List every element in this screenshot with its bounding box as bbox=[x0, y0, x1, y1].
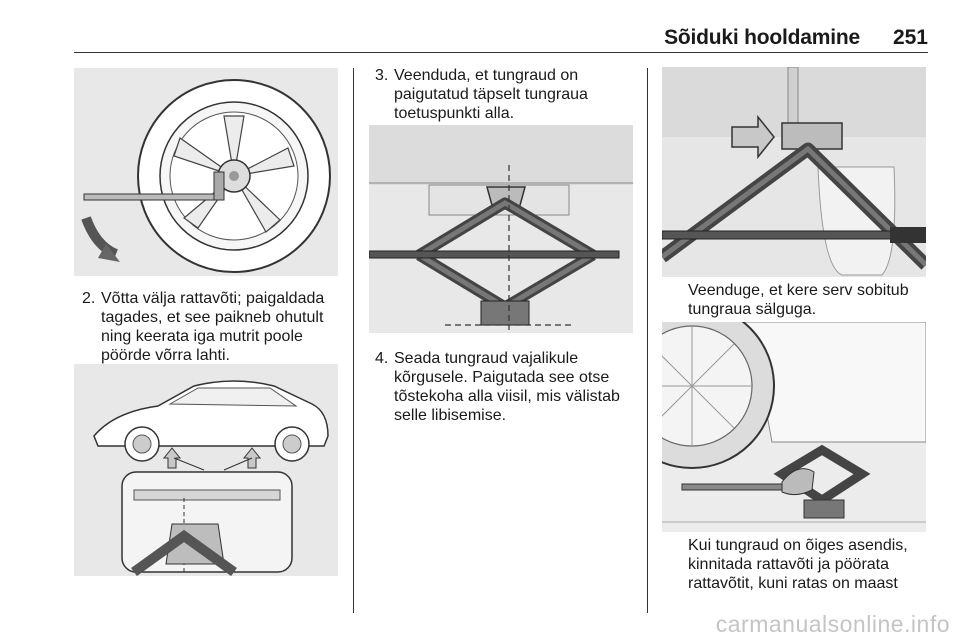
step-4-text: Seada tungraud vajalikule kõrgusele. Pai… bbox=[394, 350, 620, 424]
step-3: 3. Veenduda, et tungraud on paigutatud t… bbox=[375, 66, 633, 123]
step-3-text: Veenduda, et tungraud on paigutatud täps… bbox=[394, 67, 588, 122]
step-4: 4. Seada tungraud vajalikule kõrgusele. … bbox=[375, 349, 637, 425]
header-divider bbox=[74, 52, 928, 53]
jacking-points-figure bbox=[74, 364, 338, 576]
jack-position-figure bbox=[369, 125, 633, 333]
step-2: 2. Võtta välja rattavõti; paigaldada tag… bbox=[82, 289, 344, 365]
caption-turn-wrench: Kui tungraud on õiges asendis, kinnitada… bbox=[688, 537, 908, 592]
step-2-number: 2. bbox=[82, 290, 96, 307]
column-divider-1 bbox=[353, 68, 354, 613]
column-divider-2 bbox=[647, 68, 648, 613]
section-title: Sõiduki hooldamine bbox=[664, 26, 860, 49]
wheel-wrench-figure bbox=[74, 68, 338, 276]
step-2-text: Võtta välja rattavõti; paigaldada tagade… bbox=[101, 290, 325, 364]
caption-notch: Veenduge, et kere serv sobitub tungraua … bbox=[688, 282, 909, 318]
watermark: carmanualsonline.info bbox=[715, 611, 950, 637]
step-3-number: 3. bbox=[375, 67, 389, 84]
step-4-number: 4. bbox=[375, 350, 389, 367]
page-number: 251 bbox=[892, 26, 928, 49]
jack-notch-figure bbox=[662, 67, 926, 277]
wheel-jack-figure bbox=[662, 322, 926, 532]
